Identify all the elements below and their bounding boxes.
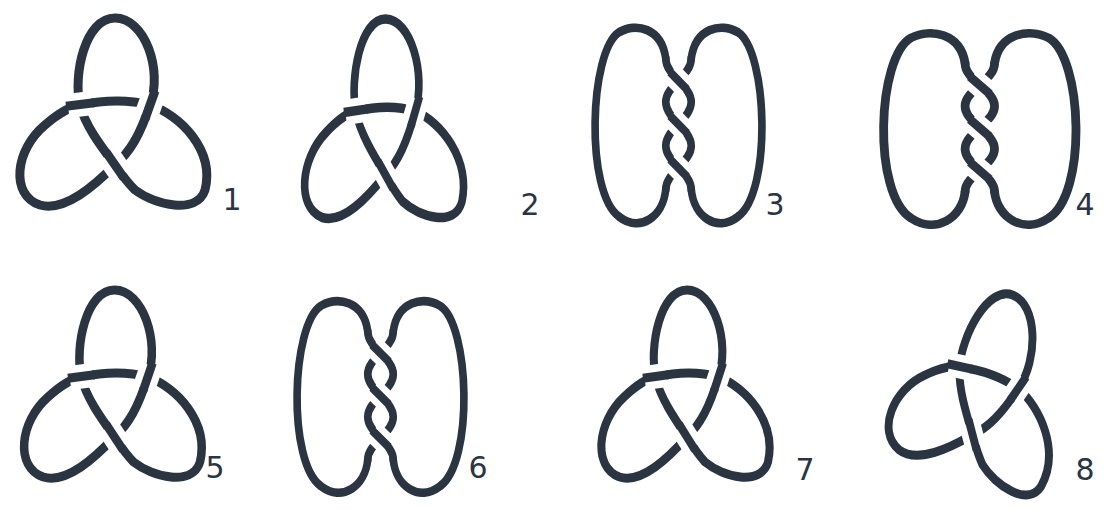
figure-number: 3 bbox=[765, 190, 784, 220]
knot-drawing bbox=[884, 33, 1076, 224]
knot-drawing bbox=[601, 290, 769, 478]
knot-drawing bbox=[20, 18, 207, 206]
knot-drawing bbox=[297, 301, 464, 492]
figure-number: 8 bbox=[1075, 455, 1094, 485]
knot-drawing bbox=[595, 28, 762, 223]
figure-number: 6 bbox=[468, 453, 487, 483]
knot-drawing bbox=[305, 19, 464, 218]
knot-drawing bbox=[24, 290, 202, 478]
figure-number: 1 bbox=[222, 185, 241, 215]
figure-number: 5 bbox=[205, 453, 224, 483]
knot-drawing bbox=[882, 266, 1090, 503]
figure-number: 4 bbox=[1075, 190, 1094, 220]
figure-number: 7 bbox=[795, 455, 814, 485]
figure-number: 2 bbox=[520, 190, 539, 220]
